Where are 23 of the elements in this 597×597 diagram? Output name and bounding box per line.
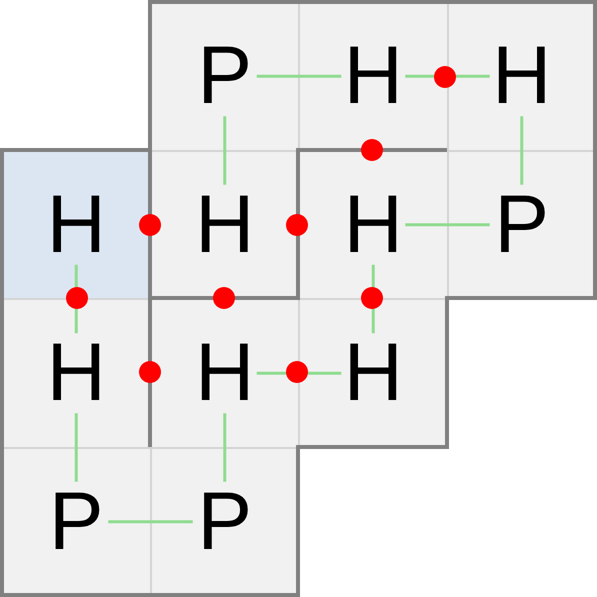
residue-letter: H	[44, 184, 108, 265]
residue-letter: H	[341, 36, 406, 116]
residue-letter: P	[490, 184, 554, 265]
chain-bond	[74, 264, 78, 334]
residue-letter: H	[44, 333, 108, 414]
residue-letter: H	[490, 36, 554, 116]
chain-bond	[405, 223, 490, 226]
residue-letter: H	[192, 333, 257, 414]
chain-bond	[223, 116, 226, 185]
chain-bond	[405, 74, 490, 78]
chain-bond	[520, 116, 524, 185]
residue-letter: P	[192, 482, 257, 562]
residue-letter: H	[341, 333, 406, 414]
residue-letter: H	[192, 184, 257, 265]
chain-bond	[372, 264, 375, 334]
residue-letter: H	[341, 184, 406, 265]
residue-letter: P	[44, 482, 108, 562]
residue-letter: P	[192, 36, 257, 116]
chain-bond	[256, 372, 342, 375]
chain-bond	[223, 413, 226, 482]
chain-bond	[108, 520, 193, 524]
chain-bond	[74, 413, 78, 482]
chain-bond	[256, 74, 342, 78]
